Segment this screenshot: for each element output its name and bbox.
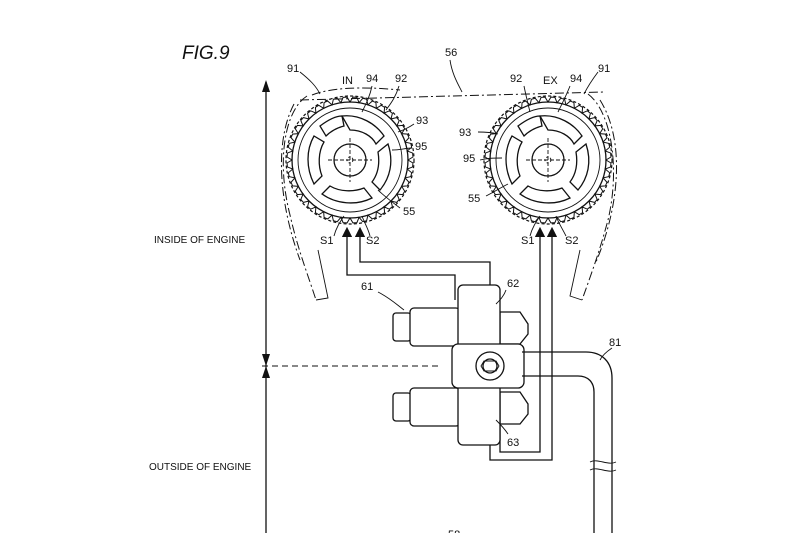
zone-label-inside: INSIDE OF ENGINE: [154, 235, 245, 246]
label-95-in: 95: [415, 141, 427, 153]
oil-supply-pipe: [522, 351, 617, 533]
zone-label-outside: OUTSIDE OF ENGINE: [149, 462, 252, 473]
label-81-oil-pipe: 81: [609, 337, 621, 349]
label-93-ex: 93: [459, 127, 471, 139]
intake-oil-passages: [341, 226, 491, 300]
label-s1-ex: S1: [521, 235, 534, 247]
label-92-ex: 92: [510, 73, 522, 85]
label-91-exhaust: 91: [598, 63, 610, 75]
timing-chain: [280, 87, 617, 301]
label-s2-ex: S2: [565, 235, 578, 247]
leader-lines: [299, 59, 613, 435]
label-58-partial: 58: [448, 529, 460, 533]
label-91-intake: 91: [287, 63, 299, 75]
figure-title: FIG.9: [182, 43, 230, 64]
intake-sprocket: [285, 95, 415, 225]
label-in: IN: [342, 75, 353, 87]
label-63-lower-valve: 63: [507, 437, 519, 449]
label-s1-in: S1: [320, 235, 333, 247]
label-55-in: 55: [403, 206, 415, 218]
label-92-in: 92: [395, 73, 407, 85]
label-55-ex: 55: [468, 193, 480, 205]
label-61-valve-assembly: 61: [361, 281, 373, 293]
zone-dimension-line: [262, 80, 440, 533]
label-56-chain: 56: [445, 47, 457, 59]
label-94-in: 94: [366, 73, 378, 85]
intake-sprocket-teeth: [286, 96, 414, 224]
control-valve-assembly: [392, 284, 529, 446]
label-94-ex: 94: [570, 73, 582, 85]
label-ex: EX: [543, 75, 558, 87]
label-s2-in: S2: [366, 235, 379, 247]
exhaust-sprocket-teeth: [484, 96, 612, 224]
label-95-ex: 95: [463, 153, 475, 165]
label-62-upper-valve: 62: [507, 278, 519, 290]
exhaust-sprocket: [483, 95, 613, 225]
label-93-in: 93: [416, 115, 428, 127]
